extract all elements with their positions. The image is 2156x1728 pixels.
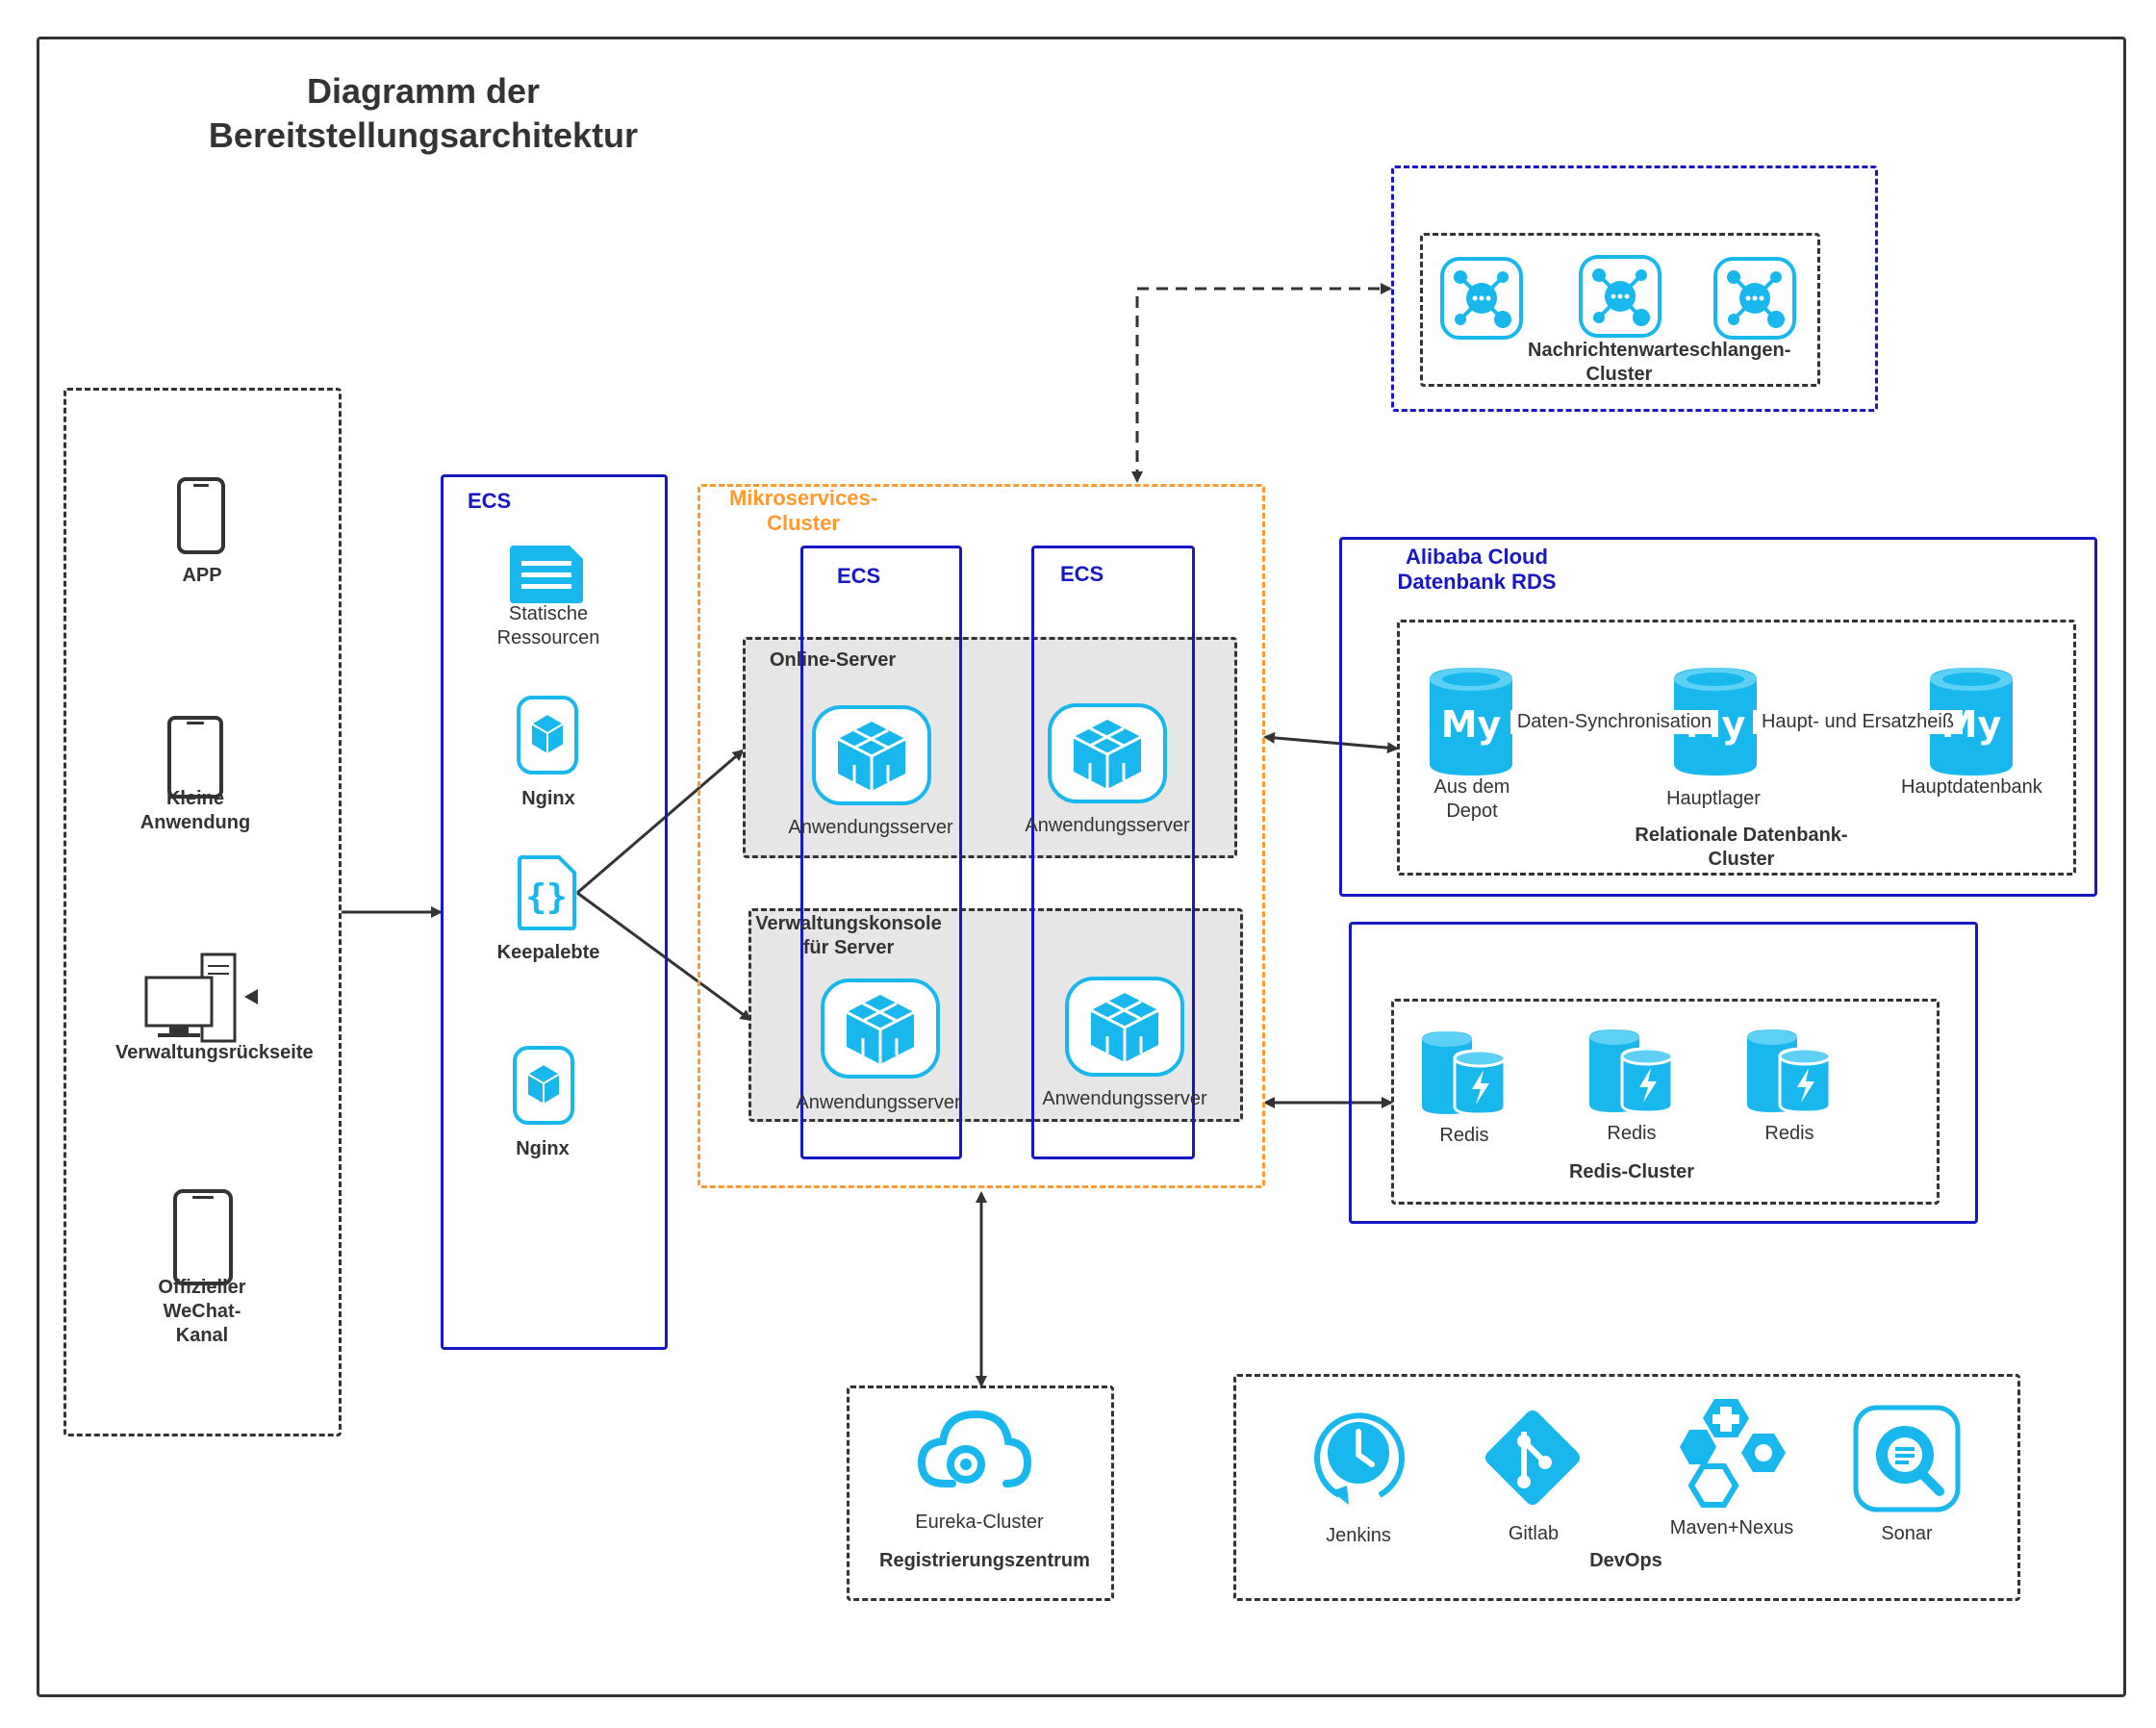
redis-2-label: Redis: [1607, 1123, 1657, 1144]
rds-inner-group: [1397, 620, 2076, 876]
ecs-left-group: [441, 474, 668, 1350]
mysql-icon: My: [1430, 668, 1512, 775]
eureka-label: Eureka-Cluster: [915, 1512, 1044, 1533]
app-server-1-label: Anwendungsserver: [788, 817, 953, 838]
chat-nodes-icon: [1713, 257, 1796, 340]
keepalive-to-online-arrow: [576, 749, 745, 895]
document-icon: [510, 546, 583, 603]
micro-to-rds-arrow: [1263, 731, 1399, 754]
redis-3-label: Redis: [1764, 1123, 1814, 1144]
diagram-frame: [37, 37, 2126, 1697]
nginx1-label: Nginx: [521, 788, 575, 809]
microservices-cluster: [698, 484, 1265, 1188]
admin-console-label: Verwaltungskonsole für Server: [755, 913, 942, 958]
git-icon: [1484, 1410, 1581, 1506]
cube-icon: [513, 1046, 574, 1125]
svg-text:My: My: [1441, 703, 1502, 746]
redis-inner-group: [1391, 999, 1940, 1205]
rds-group: [1339, 537, 2097, 897]
ecs-column-2-title: ECS: [1060, 562, 1104, 586]
code-braces-icon: {}: [518, 855, 576, 930]
ecs-left-title: ECS: [468, 489, 512, 513]
mq-inner-group: [1420, 233, 1820, 387]
desktop-icon: [144, 953, 258, 1043]
hexagon-plus-icon: [1680, 1399, 1786, 1508]
redis-cluster-label: Redis-Cluster: [1568, 1161, 1695, 1182]
microservices-title: Mikroservices-Cluster: [728, 486, 878, 535]
rds-standby-label: Haupt- und Ersatzheiß: [1753, 710, 1963, 734]
rds-sync-label: Daten-Synchronisation: [1510, 710, 1718, 734]
search-list-icon: [1853, 1405, 1961, 1512]
cube-icon: [1065, 977, 1184, 1077]
clock-icon: [1314, 1412, 1405, 1505]
rds-title: Alibaba Cloud Datenbank RDS: [1397, 545, 1557, 594]
rds-master-label: Hauptlager: [1666, 788, 1761, 809]
redis-group: [1349, 922, 1978, 1224]
registry-group: [847, 1385, 1114, 1601]
redis-icon: [1747, 1029, 1832, 1114]
maven-label: Maven+Nexus: [1669, 1517, 1794, 1538]
keepalive-to-console-arrow: [576, 891, 752, 1022]
phone-icon: [173, 1189, 233, 1285]
client-wechat-label: Offizieller WeChat-Kanal: [158, 1277, 246, 1346]
app-server-3-label: Anwendungsserver: [796, 1092, 961, 1113]
tablet-icon: [167, 716, 223, 799]
gitlab-label: Gitlab: [1508, 1523, 1560, 1544]
redis-icon: [1589, 1029, 1674, 1114]
client-mini-label: Kleine Anwendung: [140, 788, 251, 833]
client-app-label: APP: [182, 565, 222, 586]
rds-cluster-label: Relationale Datenbank-Cluster: [1635, 825, 1848, 870]
chat-nodes-icon: [1440, 257, 1523, 340]
cube-icon: [1048, 703, 1167, 803]
jenkins-label: Jenkins: [1326, 1525, 1391, 1546]
registry-title: Registrierungszentrum: [879, 1550, 1090, 1571]
cube-icon: [517, 696, 578, 775]
nginx2-label: Nginx: [516, 1138, 570, 1159]
app-server-2-label: Anwendungsserver: [1025, 815, 1190, 836]
redis-icon: [1422, 1031, 1507, 1116]
keepalive-label: Keepalebte: [496, 942, 600, 963]
mq-outer-group: [1391, 165, 1878, 412]
page-title: Diagramm der Bereitstellungsarchitektur: [208, 71, 639, 155]
ecs-column-2: [1031, 546, 1195, 1159]
ecs-column-1: [800, 546, 962, 1159]
sonar-label: Sonar: [1881, 1523, 1933, 1544]
app-server-4-label: Anwendungsserver: [1042, 1088, 1207, 1109]
client-admin-label: Verwaltungsrückseite: [115, 1042, 314, 1063]
rds-main-db-label: Hauptdatenbank: [1901, 776, 2042, 798]
phone-icon: [177, 477, 225, 554]
mq-cluster-label: Nachrichtenwarteschlangen-Cluster: [1528, 340, 1791, 385]
devops-group: [1233, 1374, 2020, 1601]
cube-icon: [812, 705, 931, 805]
cloud-icon: [917, 1410, 1032, 1487]
micro-to-mq-arrow: [1131, 283, 1392, 483]
rds-slave-label: Aus dem Depot: [1433, 776, 1510, 822]
cube-icon: [821, 978, 940, 1079]
redis-1-label: Redis: [1439, 1125, 1489, 1146]
chat-nodes-icon: [1579, 255, 1661, 338]
ecs-column-1-title: ECS: [837, 564, 881, 588]
svg-text:{}: {}: [525, 877, 567, 917]
devops-title: DevOps: [1589, 1550, 1662, 1571]
clients-group: [63, 388, 342, 1436]
static-resources-label: Statische Ressourcen: [496, 603, 600, 648]
online-server-label: Online-Server: [770, 649, 897, 671]
